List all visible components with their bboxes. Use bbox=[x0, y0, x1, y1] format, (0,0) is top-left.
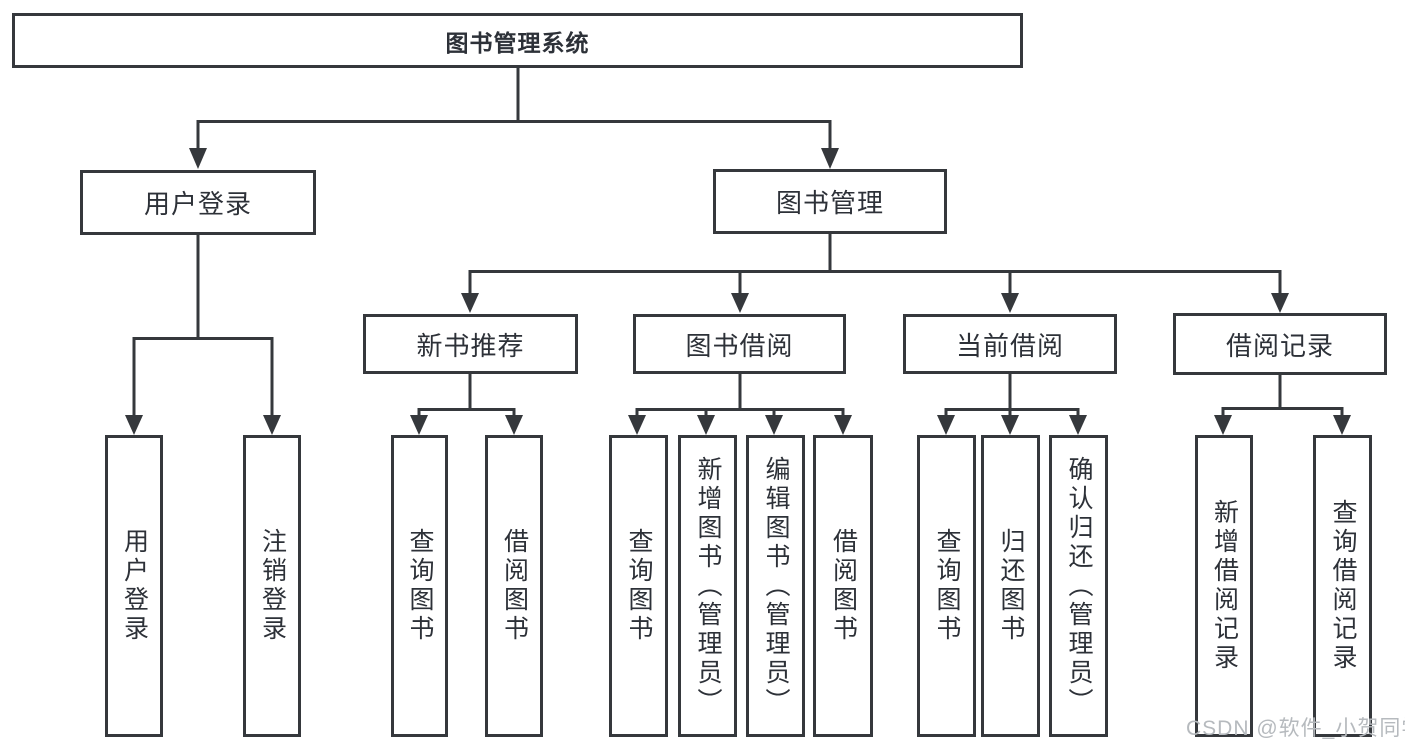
node-book-management-system: 图书管理系统 bbox=[12, 13, 1023, 68]
csdn-watermark: CSDN @软件_小贺同学 bbox=[1186, 717, 1405, 740]
leaf-label: 注销登录 bbox=[258, 528, 287, 644]
leaf-nb-borrow-books: 借阅图书 bbox=[485, 435, 543, 737]
leaf-label: 新增图书（管理员） bbox=[694, 455, 722, 717]
node-label: 借阅记录 bbox=[1225, 330, 1334, 361]
leaf-bb-add-books-admin: 新增图书（管理员） bbox=[678, 435, 737, 737]
leaf-label: 用户登录 bbox=[120, 528, 149, 644]
node-book-management: 图书管理 bbox=[713, 169, 947, 234]
leaf-label: 新增借阅记录 bbox=[1210, 499, 1239, 673]
leaf-label: 编辑图书（管理员） bbox=[762, 455, 790, 717]
leaf-label: 查询图书 bbox=[406, 528, 434, 644]
leaf-label: 归还图书 bbox=[997, 528, 1025, 644]
node-book-borrowing: 图书借阅 bbox=[633, 314, 846, 374]
leaf-label: 查询图书 bbox=[625, 528, 653, 644]
leaf-cb-confirm-return-admin: 确认归还（管理员） bbox=[1049, 435, 1108, 737]
leaf-cb-return-books: 归还图书 bbox=[981, 435, 1040, 737]
node-label: 图书借阅 bbox=[685, 330, 794, 361]
node-borrowing-records: 借阅记录 bbox=[1173, 313, 1387, 375]
node-label: 新书推荐 bbox=[416, 330, 525, 361]
leaf-logout: 注销登录 bbox=[243, 435, 301, 737]
arrowheads bbox=[125, 148, 1351, 435]
leaf-nb-query-books: 查询图书 bbox=[391, 435, 448, 737]
leaf-bb-borrow-books: 借阅图书 bbox=[813, 435, 873, 737]
node-user-login: 用户登录 bbox=[80, 170, 316, 235]
leaf-cb-query-books: 查询图书 bbox=[917, 435, 976, 737]
node-label: 图书管理系统 bbox=[445, 29, 590, 56]
leaf-label: 借阅图书 bbox=[500, 528, 529, 644]
leaf-label: 查询借阅记录 bbox=[1329, 499, 1357, 673]
node-label: 用户登录 bbox=[143, 189, 252, 219]
leaf-bb-edit-books-admin: 编辑图书（管理员） bbox=[746, 435, 805, 737]
leaf-br-add-borrow-record: 新增借阅记录 bbox=[1195, 435, 1253, 737]
node-new-book-recommendation: 新书推荐 bbox=[363, 314, 578, 374]
leaf-br-query-borrow-record: 查询借阅记录 bbox=[1313, 435, 1372, 737]
node-label: 图书管理 bbox=[775, 188, 884, 218]
leaf-label: 查询图书 bbox=[933, 528, 961, 644]
node-current-borrowing: 当前借阅 bbox=[903, 314, 1117, 374]
leaf-user-login: 用户登录 bbox=[105, 435, 163, 737]
leaf-bb-query-books: 查询图书 bbox=[609, 435, 668, 737]
node-label: 当前借阅 bbox=[955, 330, 1064, 361]
leaf-label: 确认归还（管理员） bbox=[1065, 455, 1093, 717]
leaf-label: 借阅图书 bbox=[829, 528, 858, 644]
